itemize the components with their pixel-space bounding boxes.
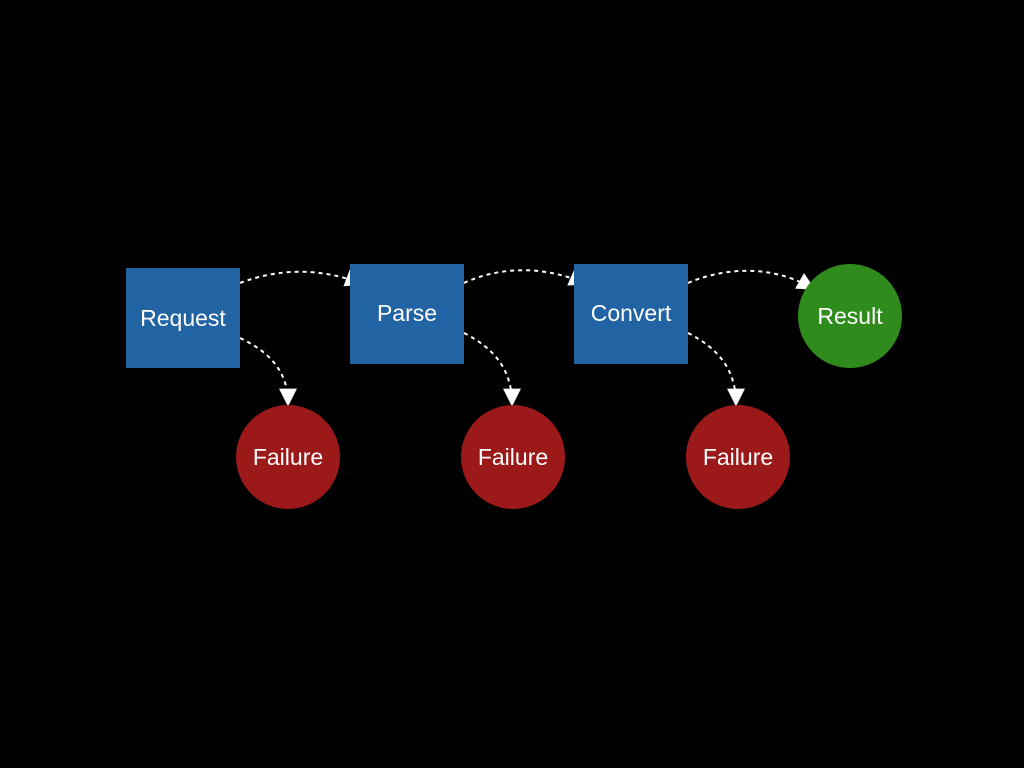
node-failure-2: Failure [461,405,565,509]
node-convert: Convert [574,264,688,364]
node-parse-label: Parse [376,299,438,326]
node-request: Request [126,268,240,368]
node-failure-3: Failure [686,405,790,509]
edge-request-to-parse [239,269,364,287]
node-result-label: Result [817,302,883,329]
edge-convert-to-result [687,269,816,290]
node-parse: Parse [350,264,464,364]
node-failure-1: Failure [236,405,340,509]
node-convert-label: Convert [590,299,672,326]
node-failure-2-label: Failure [477,443,549,470]
node-failure-1-label: Failure [252,443,324,470]
edge-request-to-failure [239,337,297,407]
node-request-label: Request [140,304,226,331]
node-result: Result [798,264,902,368]
node-failure-3-label: Failure [702,443,774,470]
edge-convert-to-failure [687,332,745,407]
edge-parse-to-failure [463,332,521,407]
edge-parse-to-convert [463,268,588,286]
